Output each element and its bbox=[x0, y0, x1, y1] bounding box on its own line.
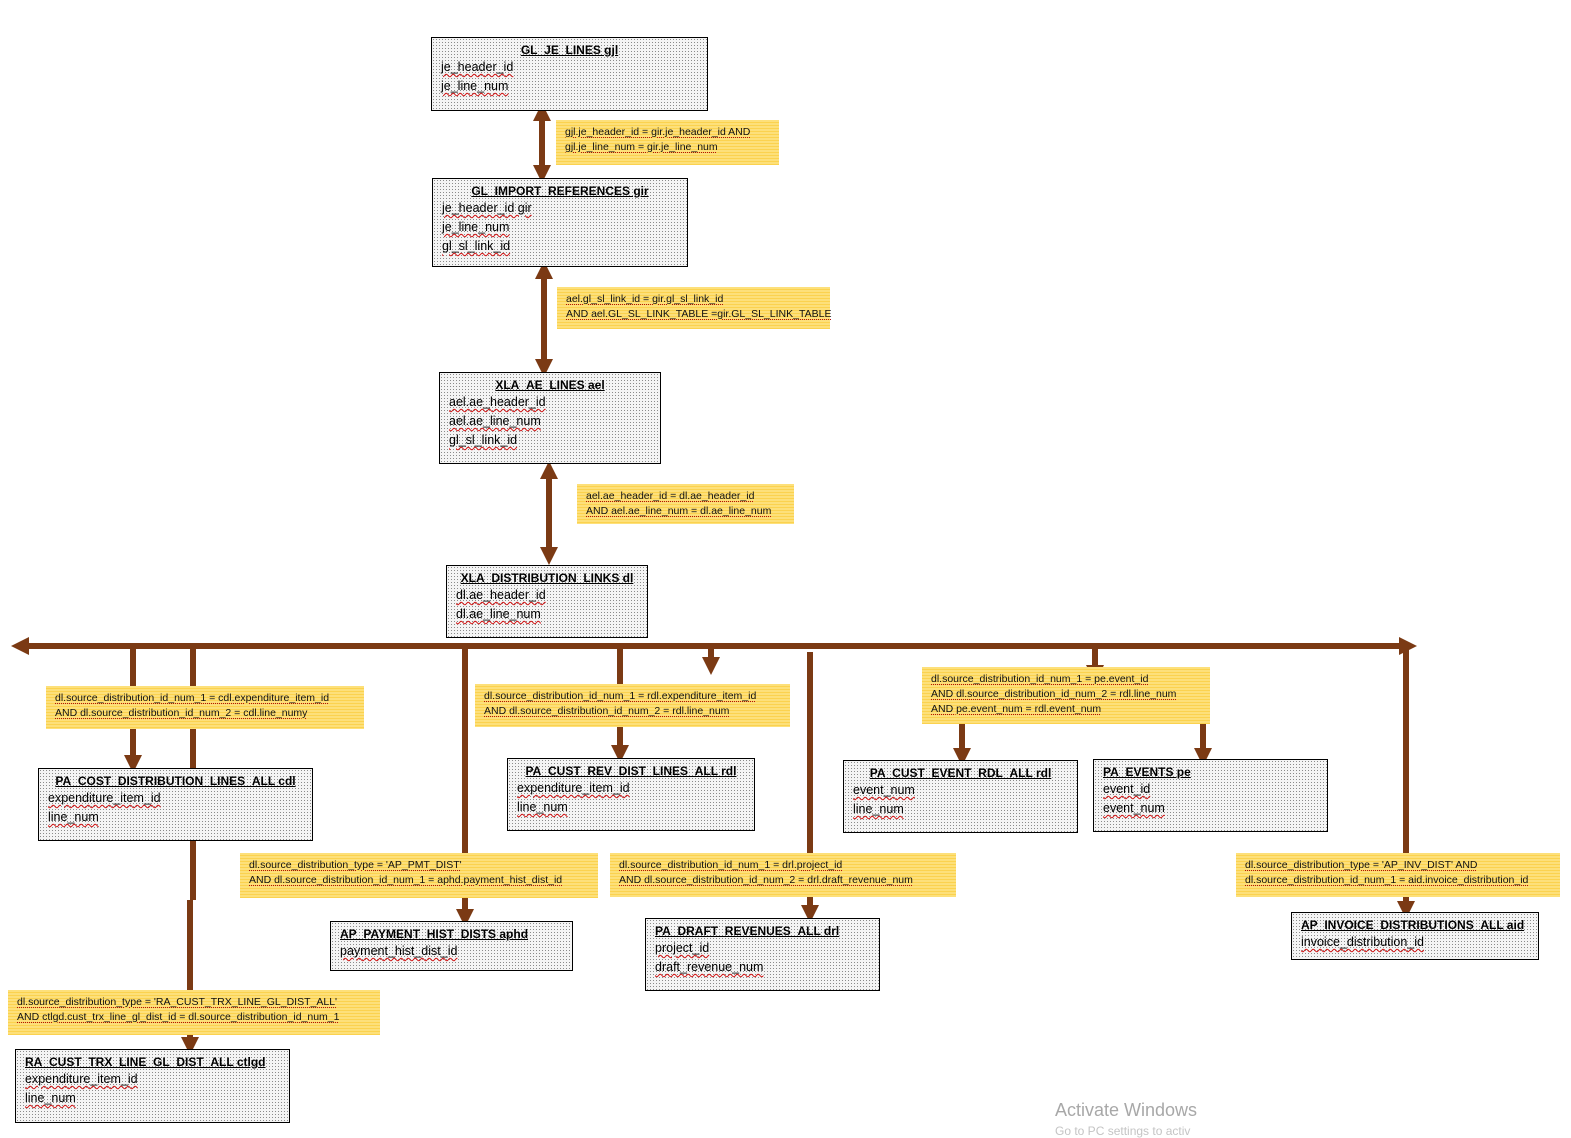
join-condition: dl.source_distribution_id_num_1 = drl.pr… bbox=[619, 859, 843, 871]
field: je_header_id bbox=[441, 60, 514, 74]
field: expenditure_item_id bbox=[517, 781, 630, 795]
join-condition: gjl.je_line_num = gir.je_line_num bbox=[565, 141, 718, 153]
join-condition: dl.source_distribution_type = 'AP_PMT_DI… bbox=[249, 859, 462, 871]
join-condition: dl.source_distribution_id_num_1 = aid.in… bbox=[1245, 874, 1529, 886]
table-xla-distribution-links: XLA_DISTRIBUTION_LINKS dl dl.ae_header_i… bbox=[446, 565, 648, 638]
activation-watermark: Activate Windows bbox=[1055, 1100, 1198, 1120]
join-condition: AND dl.source_distribution_id_num_2 = cd… bbox=[55, 707, 308, 719]
field: expenditure_item_id bbox=[25, 1072, 138, 1086]
table-ap-payment-hist-dists: AP_PAYMENT_HIST_DISTS aphd payment_hist_… bbox=[330, 921, 573, 971]
field: line_num bbox=[517, 800, 568, 814]
field: je_line_num bbox=[442, 220, 510, 234]
join-note-gjl-gir: gjl.je_header_id = gir.je_header_id AND … bbox=[556, 120, 779, 165]
field: je_line_num bbox=[441, 79, 509, 93]
join-note-rdl: dl.source_distribution_id_num_1 = rdl.ex… bbox=[475, 684, 790, 727]
field: project_id bbox=[655, 941, 710, 955]
table-pa-cust-rev-dist-lines-all: PA_CUST_REV_DIST_LINES_ALL rdl expenditu… bbox=[507, 758, 755, 831]
join-condition: dl.source_distribution_type = 'RA_CUST_T… bbox=[17, 996, 338, 1008]
join-note-aphd: dl.source_distribution_type = 'AP_PMT_DI… bbox=[240, 853, 598, 898]
field: event_id bbox=[1103, 782, 1151, 796]
table-title: GL_IMPORT_REFERENCES gir bbox=[471, 184, 649, 198]
field: draft_revenue_num bbox=[655, 960, 764, 974]
join-condition: dl.source_distribution_type = 'AP_INV_DI… bbox=[1245, 859, 1478, 871]
table-pa-cust-event-rdl-all: PA_CUST_EVENT_RDL_ALL rdl event_num line… bbox=[843, 760, 1078, 833]
field: event_num bbox=[853, 783, 915, 797]
table-title: XLA_DISTRIBUTION_LINKS dl bbox=[460, 571, 634, 585]
field: line_num bbox=[25, 1091, 76, 1105]
table-title: GL_JE_LINES gjl bbox=[520, 43, 619, 57]
field: ael.ae_header_id bbox=[449, 395, 546, 409]
table-gl-je-lines: GL_JE_LINES gjl je_header_id je_line_num bbox=[431, 37, 708, 111]
table-xla-ae-lines: XLA_AE_LINES ael ael.ae_header_id ael.ae… bbox=[439, 372, 661, 464]
field: expenditure_item_id bbox=[48, 791, 161, 805]
table-pa-events: PA_EVENTS pe event_id event_num bbox=[1093, 759, 1328, 832]
field: gl_sl_link_id bbox=[449, 433, 518, 447]
table-title: PA_CUST_EVENT_RDL_ALL rdl bbox=[869, 766, 1052, 780]
join-note-ael-gir: ael.gl_sl_link_id = gir.gl_sl_link_id AN… bbox=[557, 287, 832, 329]
table-title: PA_COST_DISTRIBUTION_LINES_ALL cdl bbox=[55, 774, 296, 788]
join-note-ael-dl: ael.ae_header_id = dl.ae_header_id AND a… bbox=[577, 484, 794, 524]
activation-watermark-subtext: Go to PC settings to activ bbox=[1055, 1124, 1191, 1138]
join-note-pe: dl.source_distribution_id_num_1 = pe.eve… bbox=[922, 667, 1210, 724]
join-note-aid: dl.source_distribution_type = 'AP_INV_DI… bbox=[1236, 853, 1560, 897]
table-pa-draft-revenues-all: PA_DRAFT_REVENUES_ALL drl project_id dra… bbox=[645, 918, 880, 991]
field: gl_sl_link_id bbox=[442, 239, 511, 253]
field: dl.ae_line_num bbox=[456, 607, 541, 621]
table-title: XLA_AE_LINES ael bbox=[495, 378, 605, 392]
table-title: PA_EVENTS pe bbox=[1103, 765, 1191, 779]
field: dl.ae_header_id bbox=[456, 588, 546, 602]
join-condition: dl.source_distribution_id_num_1 = rdl.ex… bbox=[484, 690, 757, 702]
field: line_num bbox=[48, 810, 99, 824]
join-note-drl: dl.source_distribution_id_num_1 = drl.pr… bbox=[610, 853, 956, 897]
join-condition: AND ctlgd.cust_trx_line_gl_dist_id = dl.… bbox=[17, 1011, 340, 1023]
join-condition: ael.gl_sl_link_id = gir.gl_sl_link_id bbox=[566, 293, 724, 305]
table-ra-cust-trx-line-gl-dist-all: RA_CUST_TRX_LINE_GL_DIST_ALL ctlgd expen… bbox=[15, 1049, 290, 1123]
join-condition: AND dl.source_distribution_id_num_2 = dr… bbox=[619, 874, 913, 886]
join-note-ctlgd: dl.source_distribution_type = 'RA_CUST_T… bbox=[8, 990, 380, 1035]
join-condition: AND dl.source_distribution_id_num_2 = rd… bbox=[931, 688, 1177, 700]
table-title: PA_DRAFT_REVENUES_ALL drl bbox=[655, 924, 840, 938]
field: je_header_id gir bbox=[442, 201, 532, 215]
table-title: AP_PAYMENT_HIST_DISTS aphd bbox=[340, 927, 529, 941]
join-condition: AND dl.source_distribution_id_num_1 = ap… bbox=[249, 874, 563, 886]
join-condition: gjl.je_header_id = gir.je_header_id AND bbox=[565, 126, 751, 138]
table-gl-import-references: GL_IMPORT_REFERENCES gir je_header_id gi… bbox=[432, 178, 688, 267]
table-title: PA_CUST_REV_DIST_LINES_ALL rdl bbox=[525, 764, 737, 778]
join-note-cdl: dl.source_distribution_id_num_1 = cdl.ex… bbox=[46, 686, 364, 729]
join-condition: AND ael.ae_line_num = dl.ae_line_num bbox=[586, 505, 772, 517]
field: event_num bbox=[1103, 801, 1165, 815]
table-title: AP_INVOICE_DISTRIBUTIONS_ALL aid bbox=[1301, 918, 1525, 932]
field: payment_hist_dist_id bbox=[340, 944, 458, 958]
join-condition: AND dl.source_distribution_id_num_2 = rd… bbox=[484, 705, 730, 717]
table-title: RA_CUST_TRX_LINE_GL_DIST_ALL ctlgd bbox=[25, 1055, 266, 1069]
table-pa-cost-distribution-lines-all: PA_COST_DISTRIBUTION_LINES_ALL cdl expen… bbox=[38, 768, 313, 841]
table-ap-invoice-distributions-all: AP_INVOICE_DISTRIBUTIONS_ALL aid invoice… bbox=[1291, 912, 1539, 960]
join-condition: AND pe.event_num = rdl.event_num bbox=[931, 703, 1102, 715]
join-condition: dl.source_distribution_id_num_1 = cdl.ex… bbox=[55, 692, 330, 704]
field: ael.ae_line_num bbox=[449, 414, 541, 428]
join-condition: AND ael.GL_SL_LINK_TABLE =gir.GL_SL_LINK… bbox=[566, 308, 832, 320]
field: line_num bbox=[853, 802, 904, 816]
field: invoice_distribution_id bbox=[1301, 935, 1424, 949]
join-condition: ael.ae_header_id = dl.ae_header_id bbox=[586, 490, 755, 502]
join-condition: dl.source_distribution_id_num_1 = pe.eve… bbox=[931, 673, 1149, 685]
